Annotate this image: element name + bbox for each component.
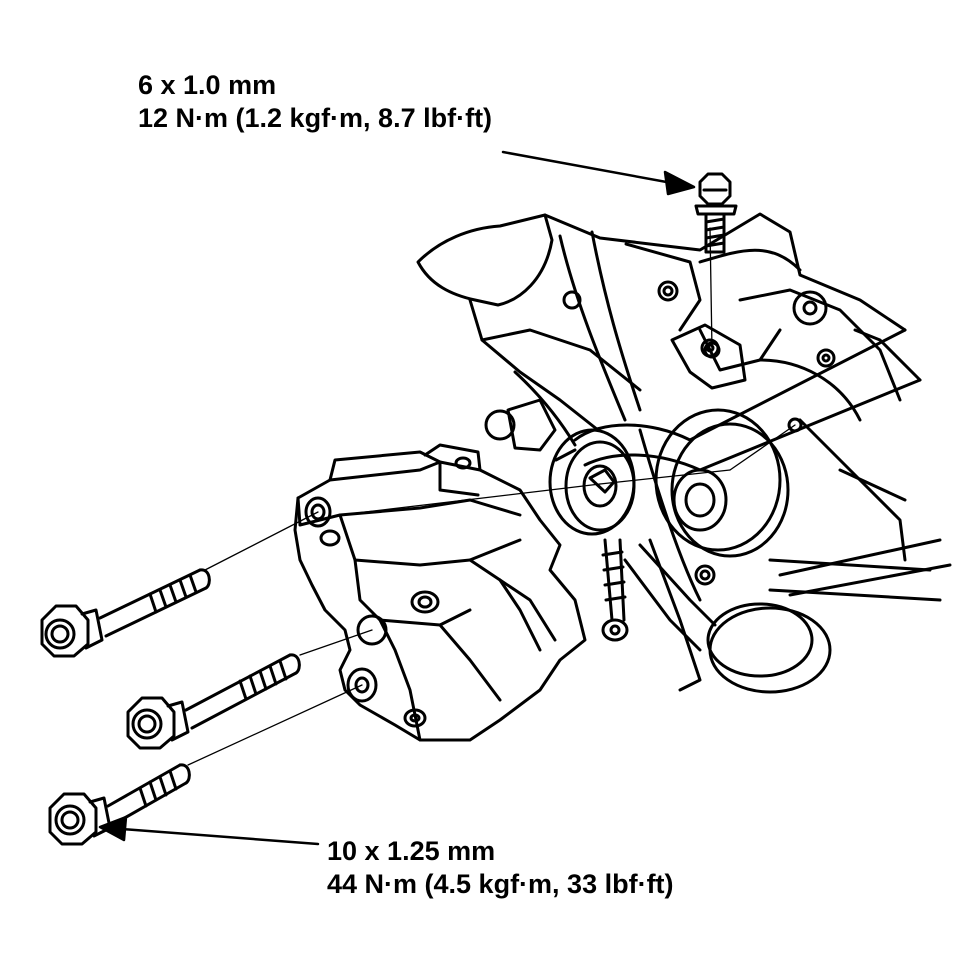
small-bolt-6mm <box>696 174 736 252</box>
long-bolt-2 <box>128 655 299 748</box>
tensioner-pulley <box>486 400 634 640</box>
drive-belt <box>575 330 950 650</box>
mount-bracket <box>295 445 585 740</box>
callout-long-bolts: 10 x 1.25 mm 44 N·m (4.5 kgf·m, 33 lbf·f… <box>327 835 674 901</box>
engine-block-outline <box>418 214 940 690</box>
long-bolt-1 <box>42 570 209 656</box>
torque-spec-label: 12 N·m (1.2 kgf·m, 8.7 lbf·ft) <box>138 103 493 133</box>
alignment-lines <box>188 228 795 765</box>
bolt-size-label: 6 x 1.0 mm <box>138 70 277 100</box>
bolt-size-label: 10 x 1.25 mm <box>327 836 496 866</box>
arrow-top <box>503 152 694 194</box>
arrow-bottom <box>100 817 318 844</box>
water-pump-pulley <box>656 410 788 556</box>
idler-pulley <box>696 566 830 692</box>
long-bolt-3 <box>50 765 189 844</box>
torque-spec-label: 44 N·m (4.5 kgf·m, 33 lbf·ft) <box>327 869 674 899</box>
callout-small-bolt: 6 x 1.0 mm 12 N·m (1.2 kgf·m, 8.7 lbf·ft… <box>138 69 492 135</box>
